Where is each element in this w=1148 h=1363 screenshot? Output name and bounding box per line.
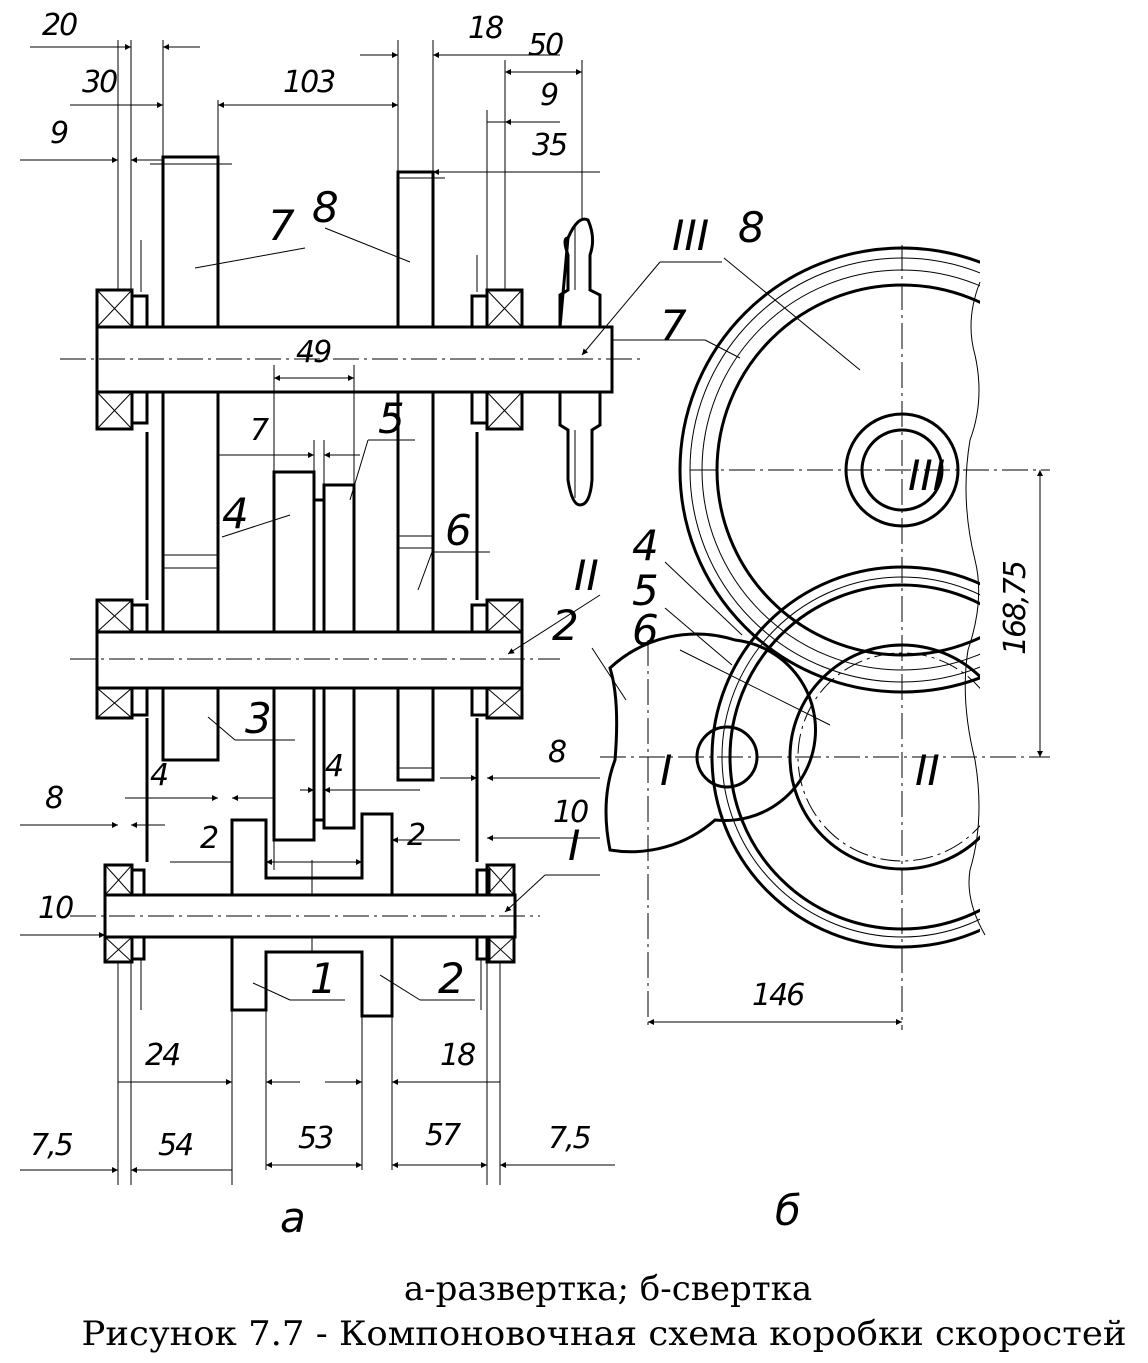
shaft-label-ii: II [574, 551, 599, 600]
pos-6: 6 [445, 506, 472, 555]
gear-on-shaft-i [604, 632, 818, 854]
dim-57: 57 [425, 1118, 461, 1153]
gear-block-1-2 [230, 812, 394, 1018]
pos-6-view-b: 6 [632, 606, 659, 655]
bearings-shaft-i [103, 863, 516, 964]
pos-8: 8 [312, 183, 339, 232]
dim-30: 30 [82, 65, 117, 100]
dim-50: 50 [528, 28, 563, 63]
dim-2-right: 2 [407, 818, 425, 853]
dim-146: 146 [752, 978, 804, 1013]
dim-168-75: 168,75 [998, 561, 1033, 655]
view-letter-b: б [775, 1186, 801, 1235]
gear-6 [396, 686, 435, 782]
dim-10-left: 10 [38, 891, 73, 926]
dim-2-left: 2 [200, 821, 218, 856]
dim-7-5-left: 7,5 [30, 1128, 73, 1163]
position-numbers: 7 8 4 5 6 3 1 2 7 2 [222, 183, 687, 1003]
view-letter-a: а [280, 1193, 306, 1242]
shaft-label-i: I [568, 821, 580, 870]
bearings-shaft-ii [95, 598, 524, 720]
pulley [558, 217, 602, 507]
pos-1: 1 [310, 954, 337, 1003]
dim-53: 53 [298, 1121, 333, 1156]
gear-7 [150, 155, 232, 634]
pos-7-shaft: 7 [660, 301, 687, 350]
caption-line-1: а-развертка; б-свертка [404, 1269, 812, 1309]
pos-4: 4 [222, 489, 249, 538]
shaft-label-i-view-b: I [660, 746, 672, 795]
extension-lines [117, 40, 583, 1185]
pos-4-view-b: 4 [632, 521, 659, 570]
dim-8-right: 8 [548, 735, 566, 770]
shaft-label-iii-view-b: III [908, 451, 945, 500]
shaft-label-ii-view-b: II [915, 746, 940, 795]
dim-20: 20 [42, 8, 77, 43]
dim-8-left: 8 [45, 781, 63, 816]
gear-8 [396, 170, 445, 634]
leader-lines [194, 227, 722, 1001]
pos-3: 3 [245, 694, 272, 743]
dim-4-left: 4 [150, 758, 167, 793]
shaft-ii [95, 630, 524, 690]
dimension-texts: 20 30 103 9 18 50 9 35 49 7 8 4 4 2 2 8 … [30, 8, 593, 1163]
dim-10-right: 10 [553, 795, 588, 830]
dim-54: 54 [158, 1128, 192, 1163]
pos-8-view-b: 8 [738, 203, 765, 252]
dim-7: 7 [250, 413, 269, 448]
gear-3 [161, 686, 220, 762]
pos-5-view-b: 5 [632, 566, 659, 615]
dim-49: 49 [296, 335, 331, 370]
dim-35: 35 [532, 128, 567, 163]
bearings-shaft-iii [95, 288, 524, 431]
dim-103: 103 [283, 65, 335, 100]
dim-24: 24 [145, 1038, 179, 1073]
dim-9: 9 [50, 116, 68, 151]
gear-block-4-5 [272, 470, 356, 842]
dim-18: 18 [468, 11, 503, 46]
pos-7: 7 [268, 201, 295, 250]
dim-18-bottom: 18 [440, 1038, 475, 1073]
pos-2-shaft: 2 [552, 601, 579, 650]
pos-2: 2 [438, 954, 465, 1003]
figure-caption: Рисунок 7.7 - Компоновочная схема коробк… [82, 1314, 1127, 1354]
dim-9-right: 9 [540, 78, 558, 113]
dimension-lines [20, 44, 615, 1173]
dim-4-center: 4 [325, 749, 342, 784]
dim-7-5-right: 7,5 [548, 1121, 591, 1156]
shaft-label-iii: III [672, 211, 709, 260]
pos-5: 5 [378, 394, 405, 443]
view-a-development: 20 30 103 9 18 50 9 35 49 7 8 4 4 2 2 8 … [20, 8, 722, 1185]
view-b-folded: 168,75 146 8 4 5 6 III II I [591, 203, 1050, 1030]
